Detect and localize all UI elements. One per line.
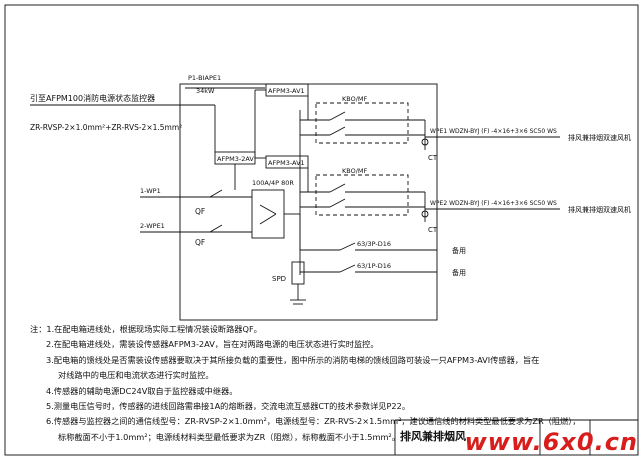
monitor-intro-label: 引至AFPM100消防电源状态监控器 — [30, 93, 155, 103]
note-line: 4.传感器的辅助电源DC24V取自于监控器或中继器。 — [46, 385, 238, 396]
spd-label: SPD — [272, 275, 286, 283]
out-label-2: 排风兼排烟双速风机 — [568, 205, 631, 214]
ct-2-label: CT — [428, 226, 438, 234]
spare-breaker-1-label: 63/3P-D16 — [357, 240, 391, 248]
note-line: 2.在配电箱进线处，需装设传感器AFPM3-2AV，旨在对两路电源的电压状态进行… — [46, 339, 379, 350]
switch-spec-label: 100A/4P 80R — [252, 179, 294, 187]
note-line: 5.测量电压信号时，传感器的进线回路需串接1A的熔断器，交流电流互感器CT的技术… — [46, 401, 411, 412]
incoming-2-label: 2-WPE1 — [140, 222, 165, 230]
incoming-1-label: 1-WP1 — [140, 187, 161, 195]
note-line: 标称截面不小于1.0mm²；电源线材料类型最低要求为ZR（阻燃），标称截面不小于… — [58, 431, 400, 442]
distribution-box — [179, 83, 438, 321]
spare-breaker-2-label: 63/1P-D16 — [357, 262, 391, 270]
ct-1-label: CT — [428, 154, 438, 162]
breaker-bot-label: KBO/MF — [342, 167, 368, 175]
breaker-top-label: KBO/MF — [342, 95, 368, 103]
sensor-mid-label: AFPM3-2AV — [217, 155, 254, 163]
monitor-cable-label: ZR-RVSP-2×1.0mm²+ZR-RVS-2×1.5mm² — [30, 123, 182, 132]
notes-block: 注：1.在配电箱进线处，根据现场实际工程情况装设断路器QF。 2.在配电箱进线处… — [30, 322, 630, 445]
sensor-top-label: AFPM3-AV1 — [268, 87, 305, 95]
qf-2-label: QF — [195, 238, 205, 247]
note-line: 6.传感器与监控器之间的通信线型号：ZR-RVSP-2×1.0mm²，电源线型号… — [46, 416, 581, 427]
spare-2-label: 备用 — [452, 268, 466, 277]
note-line: 3.配电箱的馈线处是否需装设传感器要取决于其所接负载的重要性，图中所示的消防电梯… — [46, 354, 540, 365]
panel-power-label: 34kW — [196, 87, 215, 95]
sensor-bot-label: AFPM3-AV1 — [268, 159, 305, 167]
out-cable-2-label: WPE2 WDZN-BYJ (F) -4×16+3×6 SC50 WS — [430, 200, 557, 207]
out-cable-1-label: WPE1 WDZN-BYJ (F) -4×16+3×6 SC50 WS — [430, 128, 557, 135]
out-label-1: 排风兼排烟双速风机 — [568, 133, 631, 142]
qf-1-label: QF — [195, 207, 205, 216]
spare-1-label: 备用 — [452, 246, 466, 255]
note-line: 对线路中的电压和电流状态进行实时监控。 — [58, 370, 214, 381]
drawing-frame — [4, 4, 639, 456]
title-block-label: 排风兼排烟风 — [400, 430, 466, 443]
watermark: www.6x0.cn — [464, 428, 638, 456]
panel-code-label: P1-BIAPE1 — [188, 74, 221, 82]
note-line: 注：1.在配电箱进线处，根据现场实际工程情况装设断路器QF。 — [30, 324, 262, 334]
